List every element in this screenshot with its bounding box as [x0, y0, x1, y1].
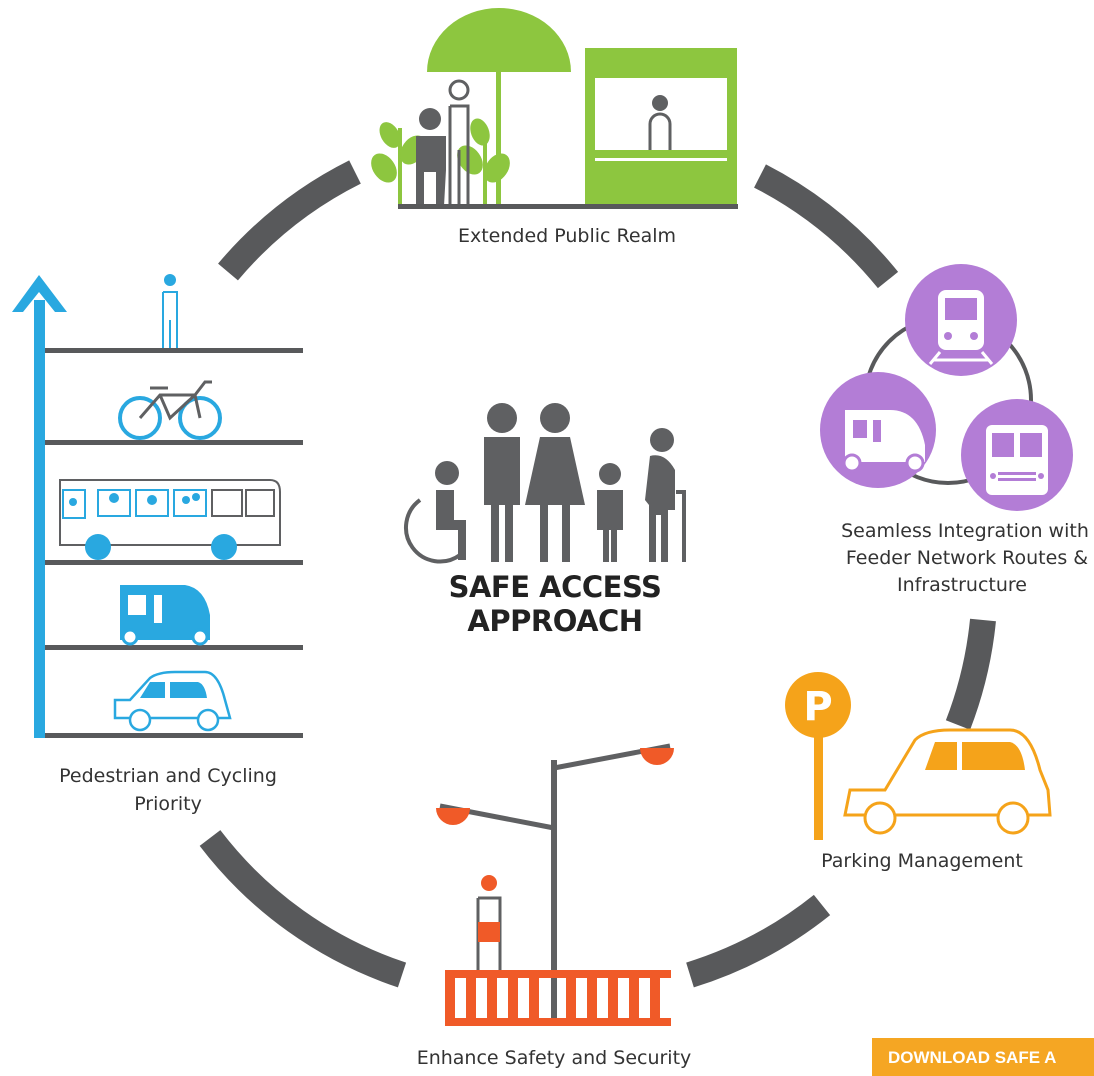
adult-woman-icon: [525, 403, 585, 562]
public-realm-illustration: [371, 8, 738, 209]
label-parking-management: Parking Management: [821, 850, 1023, 872]
car-side-icon: [113, 670, 232, 732]
lamp-light-icon: [640, 748, 674, 765]
priority-arrow-icon: [12, 275, 67, 312]
auto-rickshaw-side-icon: [120, 585, 210, 646]
parking-sign-icon: [785, 672, 851, 738]
ring-arc-top-right: [753, 164, 899, 289]
ring-arc-bottom-right: [686, 894, 831, 988]
label-seamless-line-3: Infrastructure: [897, 574, 1027, 596]
people-group-icon: [404, 403, 686, 564]
ring: [199, 160, 996, 988]
ring-arc-right: [945, 618, 996, 730]
bicycle-icon: [118, 380, 222, 440]
parking-illustration: P: [785, 672, 1052, 840]
auto-rickshaw-icon: [820, 372, 936, 488]
car-window: [962, 742, 1025, 770]
street-lamp-pole: [551, 760, 557, 1025]
safety-person-icon: [476, 875, 502, 970]
car-outline-icon: [843, 728, 1052, 835]
label-pedestrian-line-2: Priority: [134, 793, 202, 815]
safety-illustration: [436, 743, 674, 1026]
feeder-network-illustration: [820, 264, 1073, 511]
wheelchair-user-icon: [404, 461, 466, 564]
lamp-light-icon: [436, 808, 470, 825]
seated-person-icon: [416, 108, 446, 206]
label-extended-public-realm: Extended Public Realm: [458, 225, 676, 247]
label-seamless-line-2: Feeder Network Routes &: [846, 547, 1088, 569]
bus-side-icon: [59, 479, 281, 560]
download-button[interactable]: DOWNLOAD SAFE A: [872, 1038, 1094, 1076]
standing-person-icon: [448, 79, 470, 206]
priority-arrow-shaft: [34, 300, 45, 738]
bus-icon: [961, 399, 1073, 511]
plant-icon: [457, 118, 510, 206]
adult-man-icon: [484, 403, 520, 562]
pedestrian-icon: [162, 274, 178, 348]
elderly-person-icon: [645, 428, 686, 562]
car-window: [925, 742, 957, 770]
ring-arc-bottom-left: [199, 830, 407, 988]
crosswalk-icon: [445, 970, 671, 1026]
ring-arc-top-left: [218, 160, 361, 281]
kiosk-icon: [585, 48, 737, 208]
parking-sign-letter: P: [803, 684, 832, 730]
mobility-hierarchy-illustration: [12, 274, 303, 738]
diagram-title: SAFE ACCESS APPROACH: [448, 570, 662, 638]
child-icon: [597, 463, 623, 562]
umbrella-pole: [496, 10, 501, 208]
ground-line: [398, 204, 738, 209]
parking-sign-pole: [814, 735, 823, 840]
label-seamless-line-1: Seamless Integration with: [841, 520, 1089, 542]
label-pedestrian-line-1: Pedestrian and Cycling: [59, 765, 277, 787]
label-enhance-safety: Enhance Safety and Security: [417, 1047, 692, 1069]
hierarchy-shelves: [45, 348, 303, 738]
train-icon: [905, 264, 1017, 376]
